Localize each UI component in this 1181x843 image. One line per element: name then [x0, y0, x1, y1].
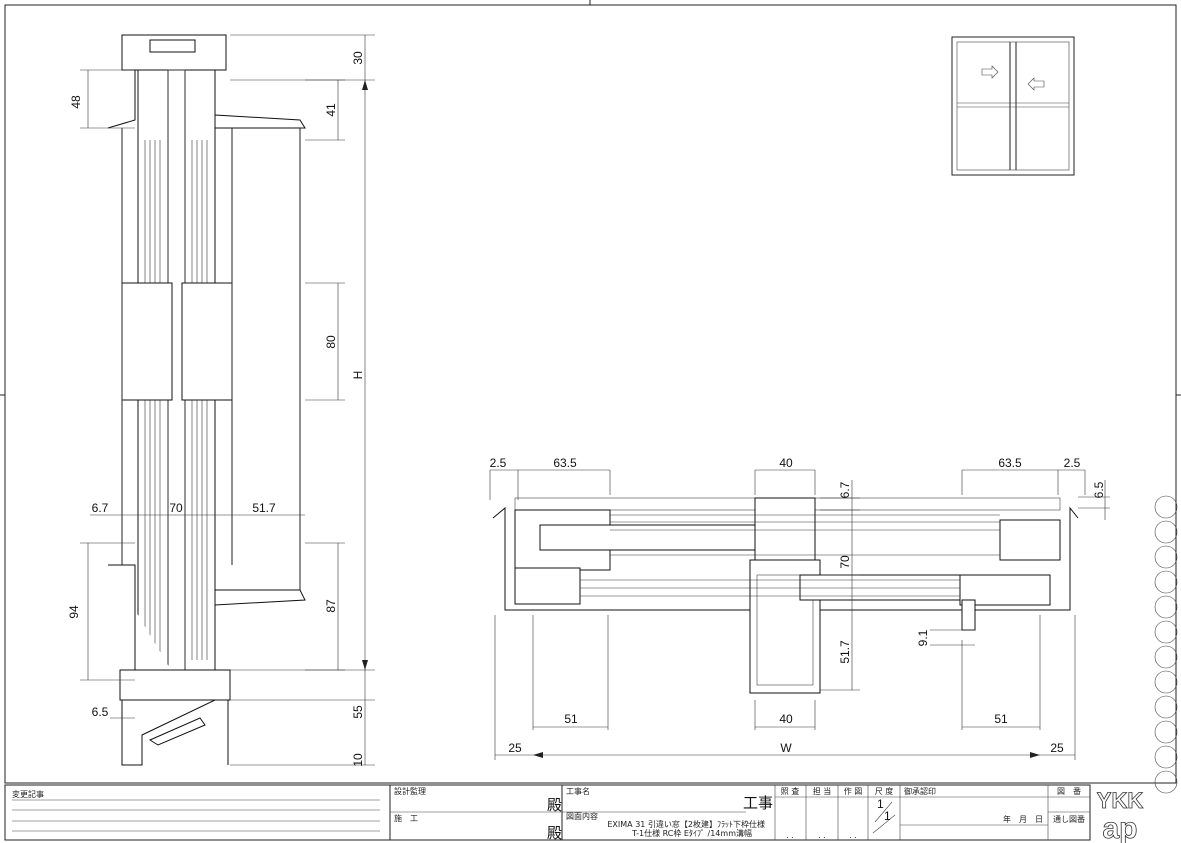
dim-right-41: 41 [324, 103, 338, 117]
drawing-content-label: 図面内容 [566, 811, 598, 821]
serial-number-label: 通し図番 [1053, 814, 1085, 824]
dim-r-6-5: 6.5 [1092, 481, 1106, 498]
logo-ykk: YKK [1097, 788, 1144, 813]
dim-bl-25: 25 [508, 741, 522, 755]
dim-bc-40: 40 [779, 712, 793, 726]
in-charge-label: 担 当 [813, 786, 832, 796]
title-block [4, 784, 1091, 841]
window-elevation [951, 36, 1075, 176]
design-supervision-label: 設計監理 [394, 786, 426, 796]
horizontal-section-dimensions: 2.5 63.5 40 63.5 2.5 6.5 6.7 70 9.1 51.7… [490, 456, 1106, 755]
drawing-content-line2: T-1仕様 RC枠 Eﾀｲﾌﾟ /14mm溝幅 [631, 828, 752, 838]
dim-tr-63-5: 63.5 [998, 456, 1022, 470]
dim-tr-2-5: 2.5 [1064, 456, 1081, 470]
vertical-section-dimensions: 30 48 41 80 H 6.7 70 51.7 94 87 6.5 55 1… [67, 51, 365, 767]
dim-70: 70 [169, 501, 183, 515]
scale-denominator: 1 [884, 809, 891, 823]
dim-6-7: 6.7 [92, 501, 109, 515]
project-name-label: 工事名 [566, 786, 590, 796]
drafting-label: 作 図 [844, 786, 863, 796]
construction-label: 施 工 [394, 813, 418, 823]
scale-numerator: 1 [877, 797, 884, 811]
dim-c-51-7: 51.7 [838, 640, 852, 664]
dim-bottom-55: 55 [351, 705, 365, 719]
arrow-right-icon [981, 65, 999, 79]
dim-top-30: 30 [351, 51, 365, 65]
dim-height-H: H [351, 371, 365, 380]
dim-tl-2-5: 2.5 [490, 456, 507, 470]
revision-circles [1154, 495, 1178, 794]
dim-bl-51: 51 [564, 712, 578, 726]
dim-br-25: 25 [1050, 741, 1064, 755]
horizontal-section-drawing [489, 469, 1110, 760]
dim-mid-80: 80 [324, 335, 338, 349]
dim-br-51: 51 [994, 712, 1008, 726]
dim-left-6-5: 6.5 [92, 705, 109, 719]
design-supervision-honorific: 殿 [547, 796, 562, 814]
construction-honorific: 殿 [547, 824, 562, 842]
dim-bottom-10: 10 [351, 753, 365, 767]
dim-left-48: 48 [69, 95, 83, 109]
dim-c-9-1: 9.1 [916, 629, 930, 646]
dim-width-W: W [780, 741, 792, 755]
dim-right-87: 87 [324, 599, 338, 613]
dim-c-70: 70 [838, 555, 852, 569]
drawing-number-label: 図 番 [1057, 786, 1081, 796]
date-label: 年 月 日 [1003, 814, 1043, 824]
change-record-label: 変更記事 [12, 789, 44, 799]
in-charge-dots: . . [818, 831, 826, 840]
dim-tl-63-5: 63.5 [553, 456, 577, 470]
project-suffix: 工事 [743, 794, 773, 812]
dim-left-94: 94 [67, 605, 81, 619]
arrow-left-icon [1027, 77, 1045, 91]
approval-label: 御承認印 [904, 786, 936, 796]
vertical-section-drawing [80, 34, 375, 766]
dim-tc-40: 40 [779, 456, 793, 470]
logo-ap: ap [1102, 812, 1137, 843]
drafting-dots: . . [849, 831, 857, 840]
check-label: 照 査 [781, 786, 800, 796]
drawing-content-line1: EXIMA 31 引違い窓【2枚建】ﾌﾗｯﾄ下枠仕様 [607, 819, 765, 829]
ykk-ap-logo: YKK ap [1096, 788, 1144, 843]
check-dots: . . [786, 831, 794, 840]
dim-51-7: 51.7 [252, 501, 276, 515]
scale-label: 尺 度 [875, 786, 894, 796]
dim-c-6-7: 6.7 [838, 481, 852, 498]
